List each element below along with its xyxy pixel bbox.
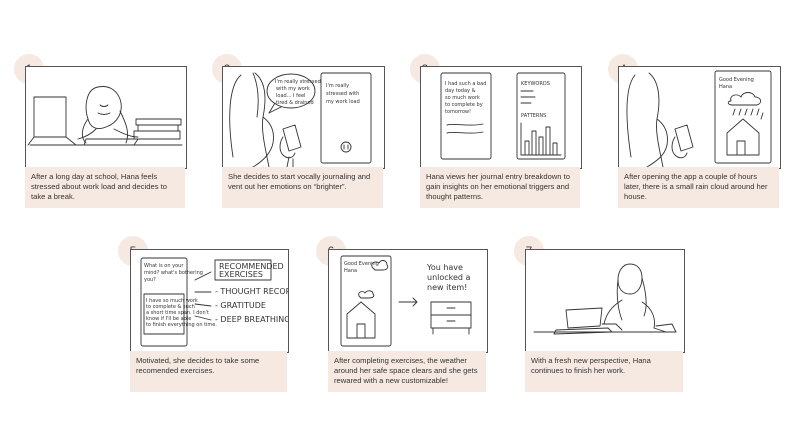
svg-text:new item!: new item! <box>427 283 467 292</box>
svg-text:tomorrow!: tomorrow! <box>445 109 471 115</box>
svg-text:day today &: day today & <box>445 88 476 94</box>
svg-text:Good Evening: Good Evening <box>344 261 379 267</box>
svg-text:to complete & such: to complete & such <box>146 304 195 310</box>
svg-text:a short time span. I don't: a short time span. I don't <box>146 310 209 316</box>
panel-caption: She decides to start vocally journaling … <box>222 167 383 208</box>
panel-caption: After completing exercises, the weather … <box>328 351 486 392</box>
panel-caption: With a fresh new perspective, Hana conti… <box>525 351 683 392</box>
sketch-girl-at-desk <box>25 66 187 169</box>
panel-caption: After a long day at school, Hana feels s… <box>25 167 185 208</box>
svg-text:know if I'll be able: know if I'll be able <box>146 316 191 322</box>
svg-text:Good Evening: Good Evening <box>719 77 754 83</box>
svg-text:with my work: with my work <box>276 86 310 92</box>
sketch-girl-voice-journaling: I'm really stressed with my work load...… <box>222 66 385 169</box>
svg-text:to complete by: to complete by <box>445 102 483 108</box>
svg-text:KEYWORDS: KEYWORDS <box>521 81 550 87</box>
sketch-girl-on-laptop <box>525 249 685 353</box>
svg-text:stressed with: stressed with <box>326 91 359 97</box>
panel-caption: Hana views her journal entry breakdown t… <box>420 167 580 208</box>
svg-text:Hana: Hana <box>344 268 357 274</box>
svg-text:to finish everything on time.: to finish everything on time. <box>146 322 217 328</box>
svg-text:- DEEP BREATHING: - DEEP BREATHING <box>215 315 288 324</box>
sketch-rain-cloud-house: Good Evening Hana <box>618 66 781 169</box>
svg-text:I had such a bad: I had such a bad <box>445 81 486 87</box>
svg-text:you?: you? <box>144 277 156 283</box>
svg-text:I have so much work: I have so much work <box>146 298 198 304</box>
svg-text:I'm really: I'm really <box>326 83 349 89</box>
svg-text:RECOMMENDED: RECOMMENDED <box>219 262 284 271</box>
svg-text:Hana: Hana <box>719 84 732 90</box>
svg-text:You have: You have <box>426 263 463 272</box>
svg-text:- GRATITUDE: - GRATITUDE <box>215 301 266 310</box>
svg-text:What is on your: What is on your <box>144 263 184 269</box>
sketch-recommended-exercises: What is on your mind? what's bothering y… <box>130 249 289 353</box>
sketch-journal-breakdown: I had such a bad day today & so much wor… <box>420 66 582 169</box>
sketch-weather-cleared-reward: Good Evening Hana You have unlocked a ne… <box>328 249 488 353</box>
panel-caption: After opening the app a couple of hours … <box>618 167 779 208</box>
svg-text:mind? what's bothering: mind? what's bothering <box>144 270 203 276</box>
svg-text:tired & drained: tired & drained <box>276 100 314 106</box>
svg-text:unlocked a: unlocked a <box>427 273 471 282</box>
panel-caption: Motivated, she decides to take some reco… <box>130 351 287 392</box>
svg-text:load... I feel: load... I feel <box>276 93 305 99</box>
svg-text:so much work: so much work <box>445 95 480 101</box>
svg-text:PATTERNS: PATTERNS <box>521 113 546 119</box>
svg-text:I'm really stressed: I'm really stressed <box>275 79 321 85</box>
svg-text:- THOUGHT RECORDS: - THOUGHT RECORDS <box>215 287 288 296</box>
svg-text:my work load: my work load <box>326 99 360 105</box>
svg-text:EXERCISES: EXERCISES <box>219 270 263 279</box>
